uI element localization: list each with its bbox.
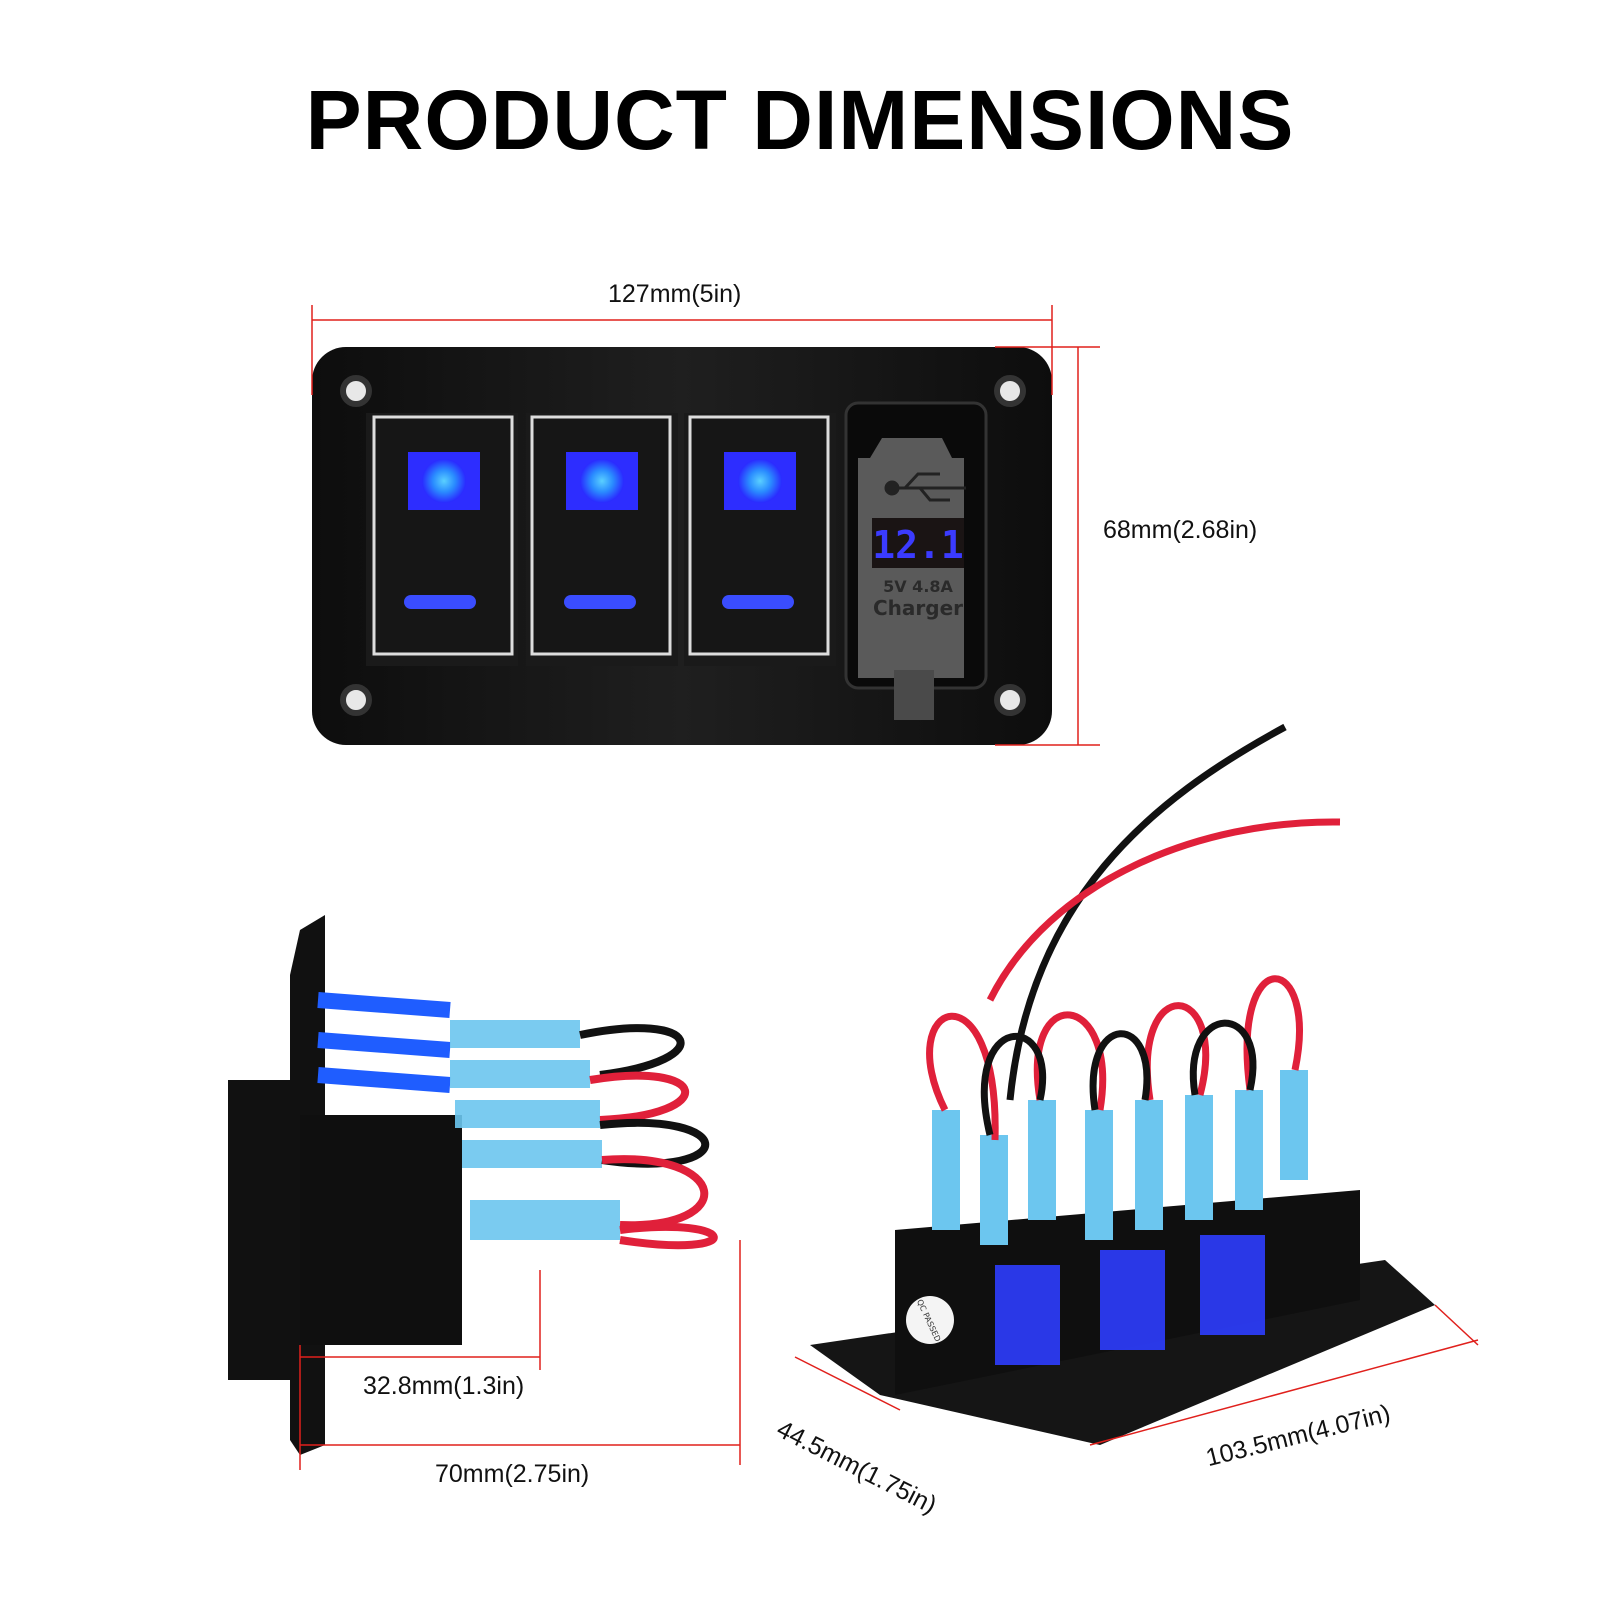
rocker-switch (366, 413, 518, 666)
page-title: PRODUCT DIMENSIONS (305, 73, 1295, 167)
usb-charger (844, 401, 988, 720)
front-panel (312, 347, 1052, 745)
usb-icon (884, 472, 966, 502)
charger-rating: 5V 4.8A (883, 577, 953, 596)
qc-sticker (906, 1296, 954, 1344)
side-view (228, 915, 718, 1455)
height-dimension-label: 68mm(2.68in) (1103, 516, 1258, 544)
back-view (810, 723, 1435, 1445)
width-dimension-label: 127mm(5in) (608, 280, 742, 308)
rocker-switch (526, 413, 678, 666)
mounting-hole (340, 375, 1026, 716)
switch-depth-dimension-label: 32.8mm(1.3in) (363, 1372, 525, 1400)
total-depth-dimension-label: 70mm(2.75in) (435, 1460, 590, 1488)
dimension-lines (299, 305, 1479, 1470)
charger-label: Charger (873, 596, 963, 620)
voltage-display: 12.1 (872, 523, 964, 567)
rocker-switch (684, 413, 836, 666)
